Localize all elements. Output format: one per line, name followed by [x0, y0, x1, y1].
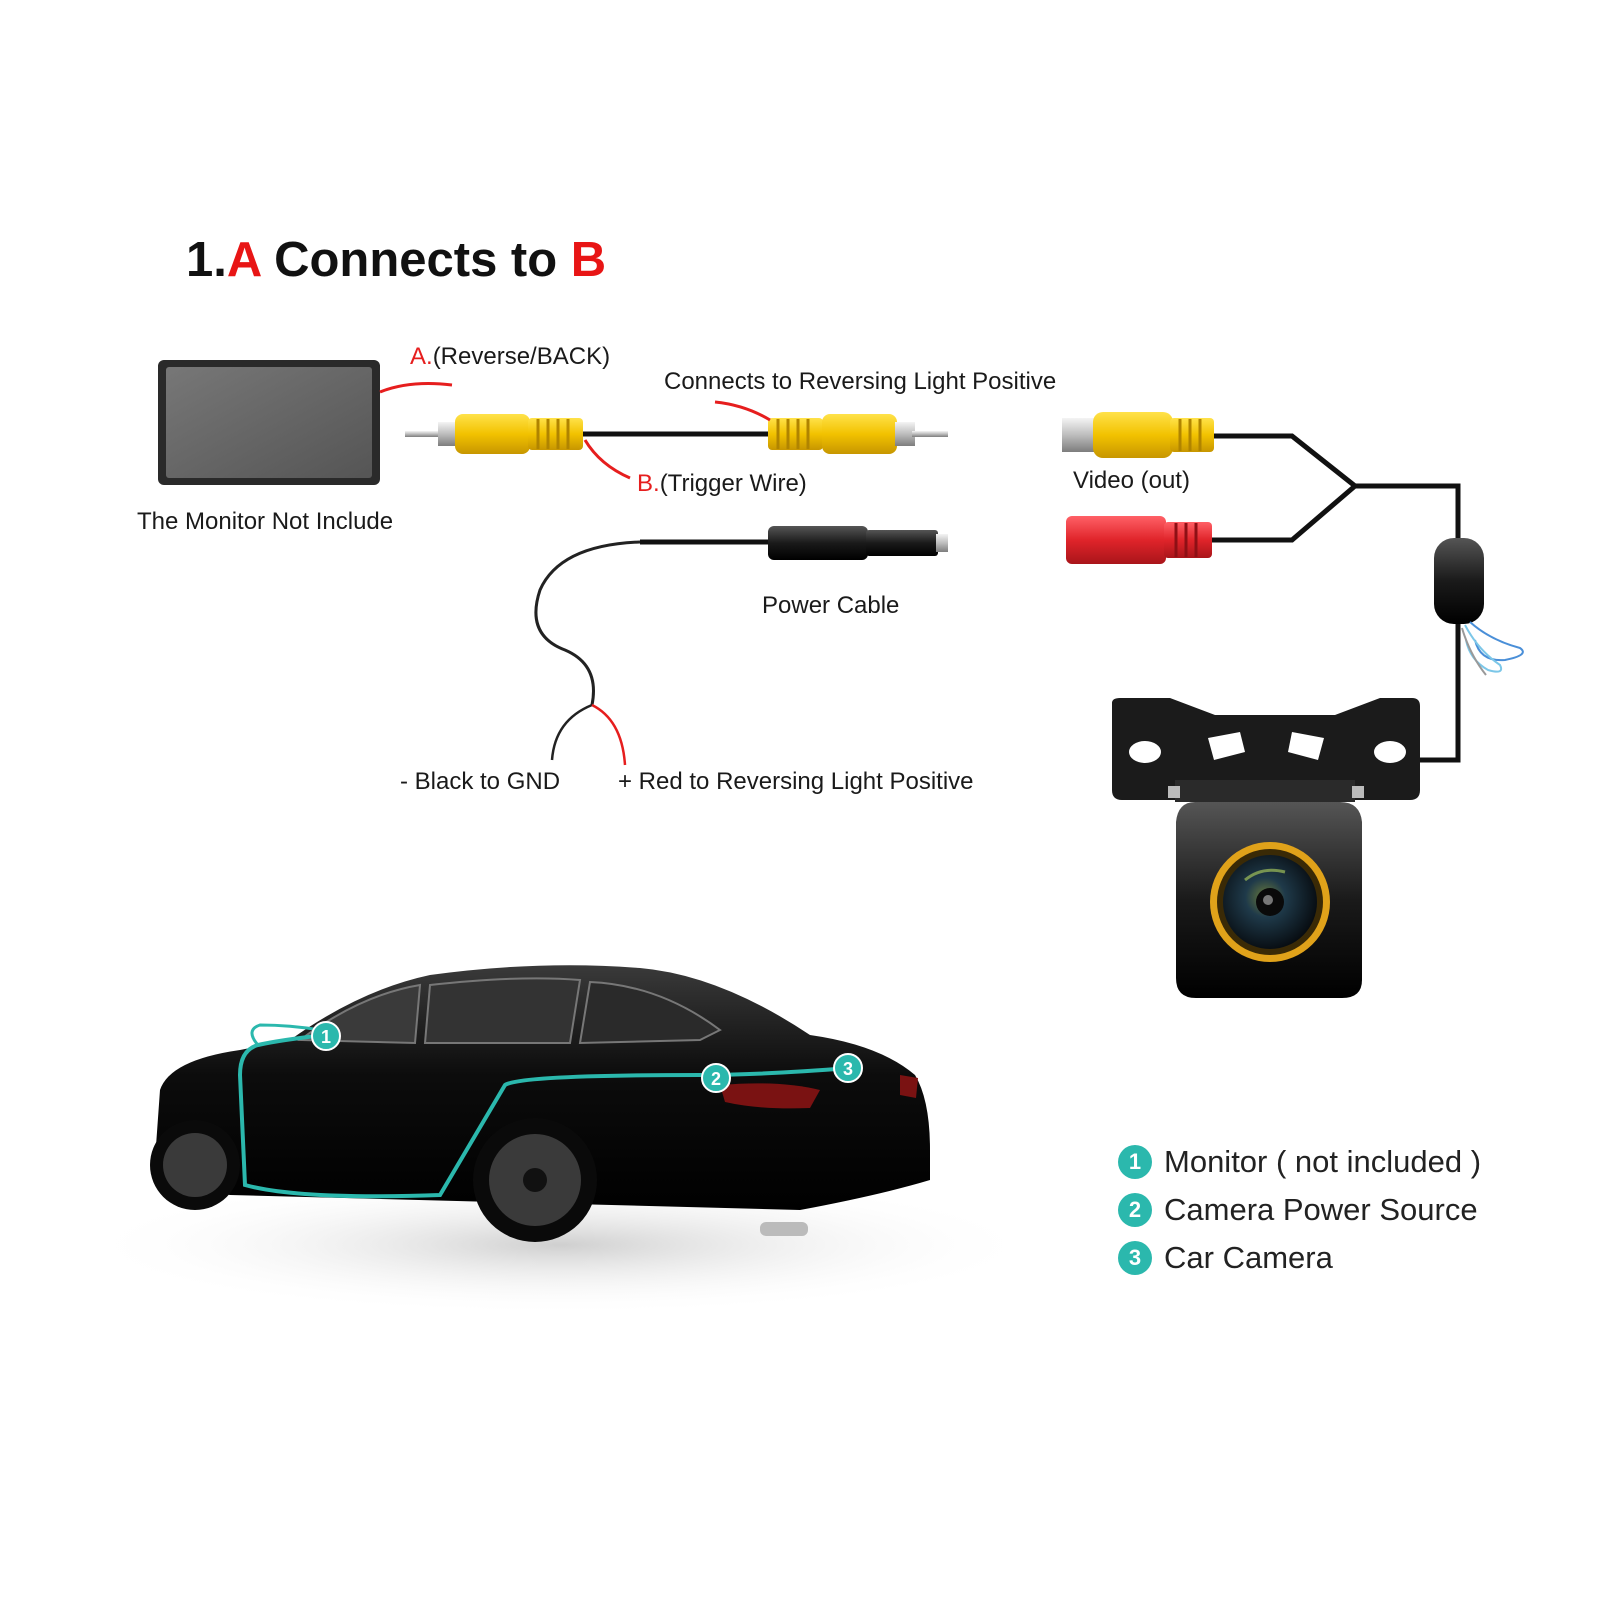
camera-icon — [1112, 698, 1420, 998]
car-icon — [80, 965, 1040, 1315]
camera-output-connectors — [1062, 412, 1524, 763]
legend-badge: 2 — [1118, 1193, 1152, 1227]
legend-badge: 1 — [1118, 1145, 1152, 1179]
legend-text: Car Camera — [1164, 1240, 1333, 1275]
power-plug-icon — [534, 526, 948, 766]
label-a: A.(Reverse/BACK) — [410, 343, 611, 370]
legend-item: 3 Car Camera — [1118, 1234, 1481, 1282]
label-power-cable: Power Cable — [762, 592, 900, 619]
legend-item: 2 Camera Power Source — [1118, 1186, 1481, 1234]
svg-text:3: 3 — [843, 1059, 853, 1079]
legend-text: Camera Power Source — [1164, 1192, 1478, 1227]
rca-connector-icon — [405, 400, 948, 480]
monitor-icon — [158, 360, 453, 485]
label-reversing-light: Connects to Reversing Light Positive — [664, 368, 1057, 395]
label-video-out: Video (out) — [1073, 467, 1190, 494]
monitor-caption: The Monitor Not Include — [137, 508, 394, 535]
svg-text:2: 2 — [711, 1069, 721, 1089]
diagram-title: 1.A Connects to B — [186, 233, 607, 287]
legend: 1 Monitor ( not included ) 2 Camera Powe… — [1118, 1138, 1481, 1282]
car-marker-2: 2 — [701, 1063, 731, 1093]
legend-item: 1 Monitor ( not included ) — [1118, 1138, 1481, 1186]
label-black-gnd: - Black to GND — [400, 768, 561, 795]
svg-text:1: 1 — [321, 1027, 331, 1047]
car-marker-3: 3 — [833, 1053, 863, 1083]
legend-text: Monitor ( not included ) — [1164, 1144, 1482, 1179]
car-marker-1: 1 — [311, 1021, 341, 1051]
label-red-reversing: + Red to Reversing Light Positive — [618, 768, 974, 795]
label-b: B.(Trigger Wire) — [637, 470, 807, 497]
legend-badge: 3 — [1118, 1241, 1152, 1275]
